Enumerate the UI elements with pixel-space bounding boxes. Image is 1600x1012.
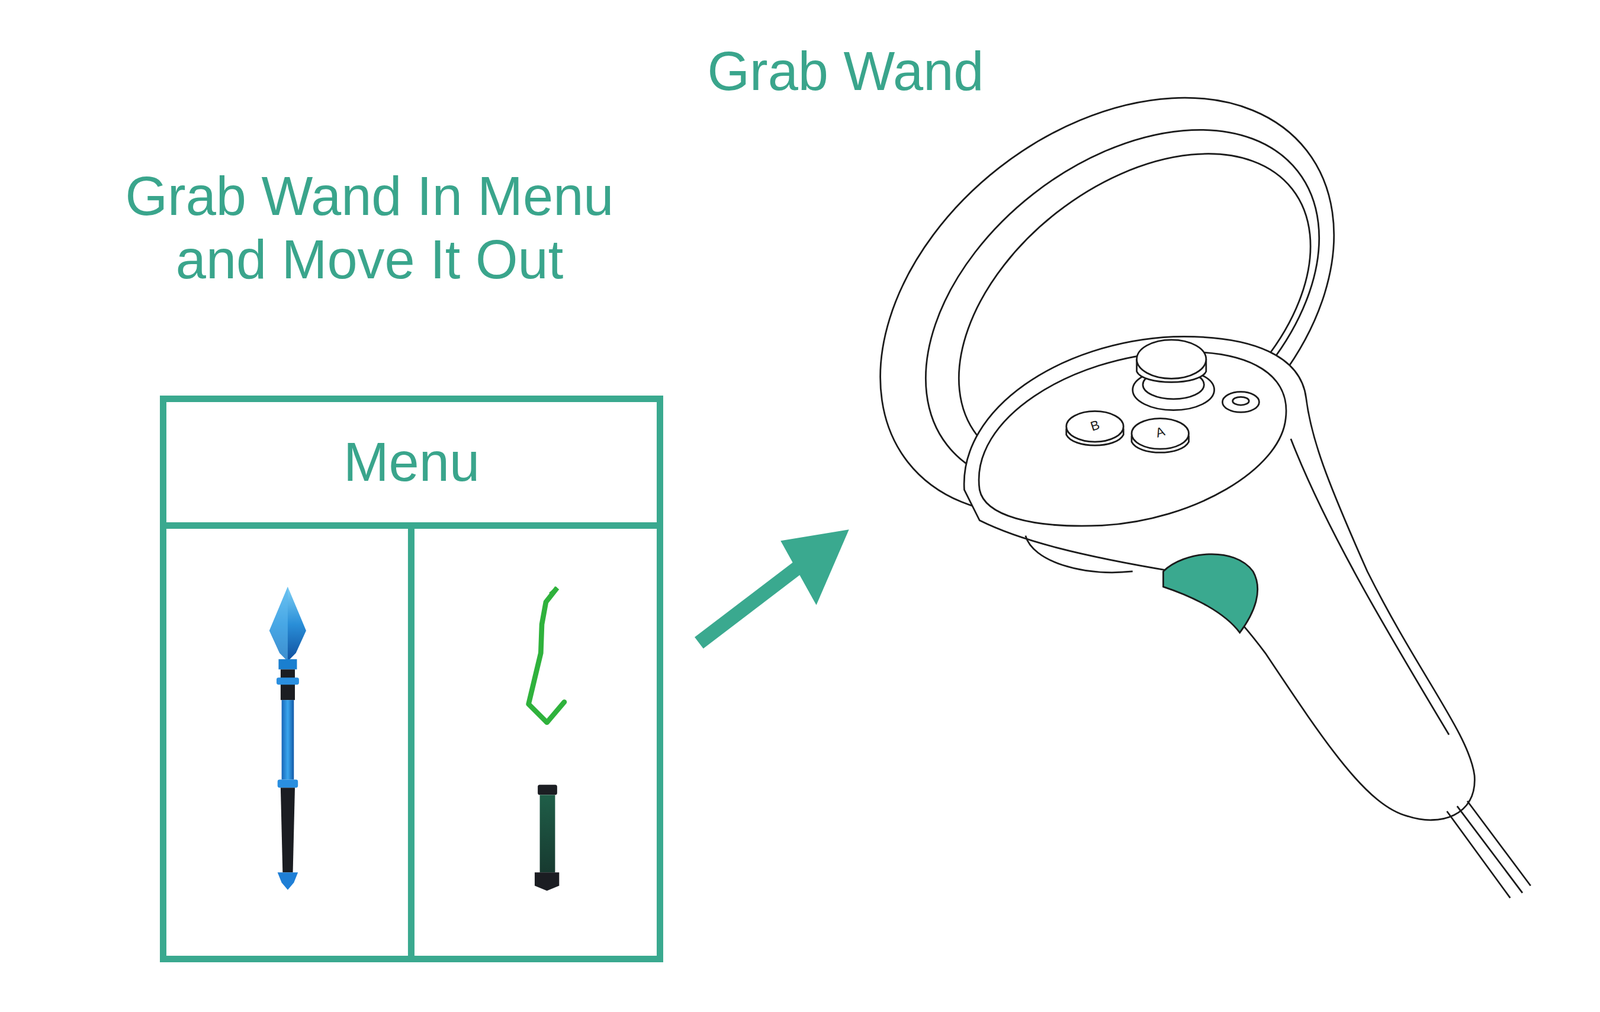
green-wand-part	[528, 588, 558, 723]
illustration-part	[269, 11, 1531, 960]
vr-controller-part	[1136, 339, 1207, 379]
vr-controller-part	[1446, 801, 1531, 899]
vr-controller	[799, 11, 1531, 898]
vr-controller-part	[1162, 554, 1258, 634]
green-wand-part	[534, 872, 559, 891]
blue-wand-part	[278, 659, 297, 670]
green-wand	[528, 588, 565, 892]
direction-arrow	[698, 529, 849, 643]
vr-controller-part	[1290, 438, 1450, 735]
cell-divider	[407, 525, 415, 959]
direction-arrow-part	[698, 561, 806, 644]
green-wand-part	[540, 794, 556, 873]
direction-arrow-part	[780, 529, 849, 606]
instruction-label: Grab Wand In Menu and Move It Out	[103, 164, 636, 292]
vr-controller-part	[1222, 392, 1259, 413]
green-wand-part	[537, 784, 558, 795]
menu-box: Menu	[159, 395, 664, 963]
green-wand-part	[550, 588, 558, 594]
menu-title: Menu	[343, 432, 480, 493]
heading-label: Grab Wand	[620, 41, 1071, 102]
blue-wand-part	[276, 677, 300, 685]
blue-wand-part	[281, 699, 295, 780]
vr-controller-part	[1131, 418, 1189, 450]
blue-wand-part	[269, 586, 307, 662]
green-wand-part	[541, 718, 553, 786]
blue-wand-part	[277, 872, 298, 890]
vr-controller-part	[1066, 410, 1124, 442]
menu-header: Menu	[166, 402, 657, 529]
blue-wand-part	[277, 779, 298, 789]
button-letter: B	[1088, 417, 1101, 435]
vr-controller-part	[1025, 535, 1133, 573]
button-letter: A	[1153, 423, 1166, 441]
blue-wand-part	[269, 586, 288, 662]
blue-wand-part	[280, 787, 295, 873]
blue-wand	[269, 586, 307, 891]
vr-controller-part	[978, 351, 1287, 526]
vr-controller-part	[964, 336, 1475, 820]
vr-controller-part	[1232, 396, 1250, 406]
